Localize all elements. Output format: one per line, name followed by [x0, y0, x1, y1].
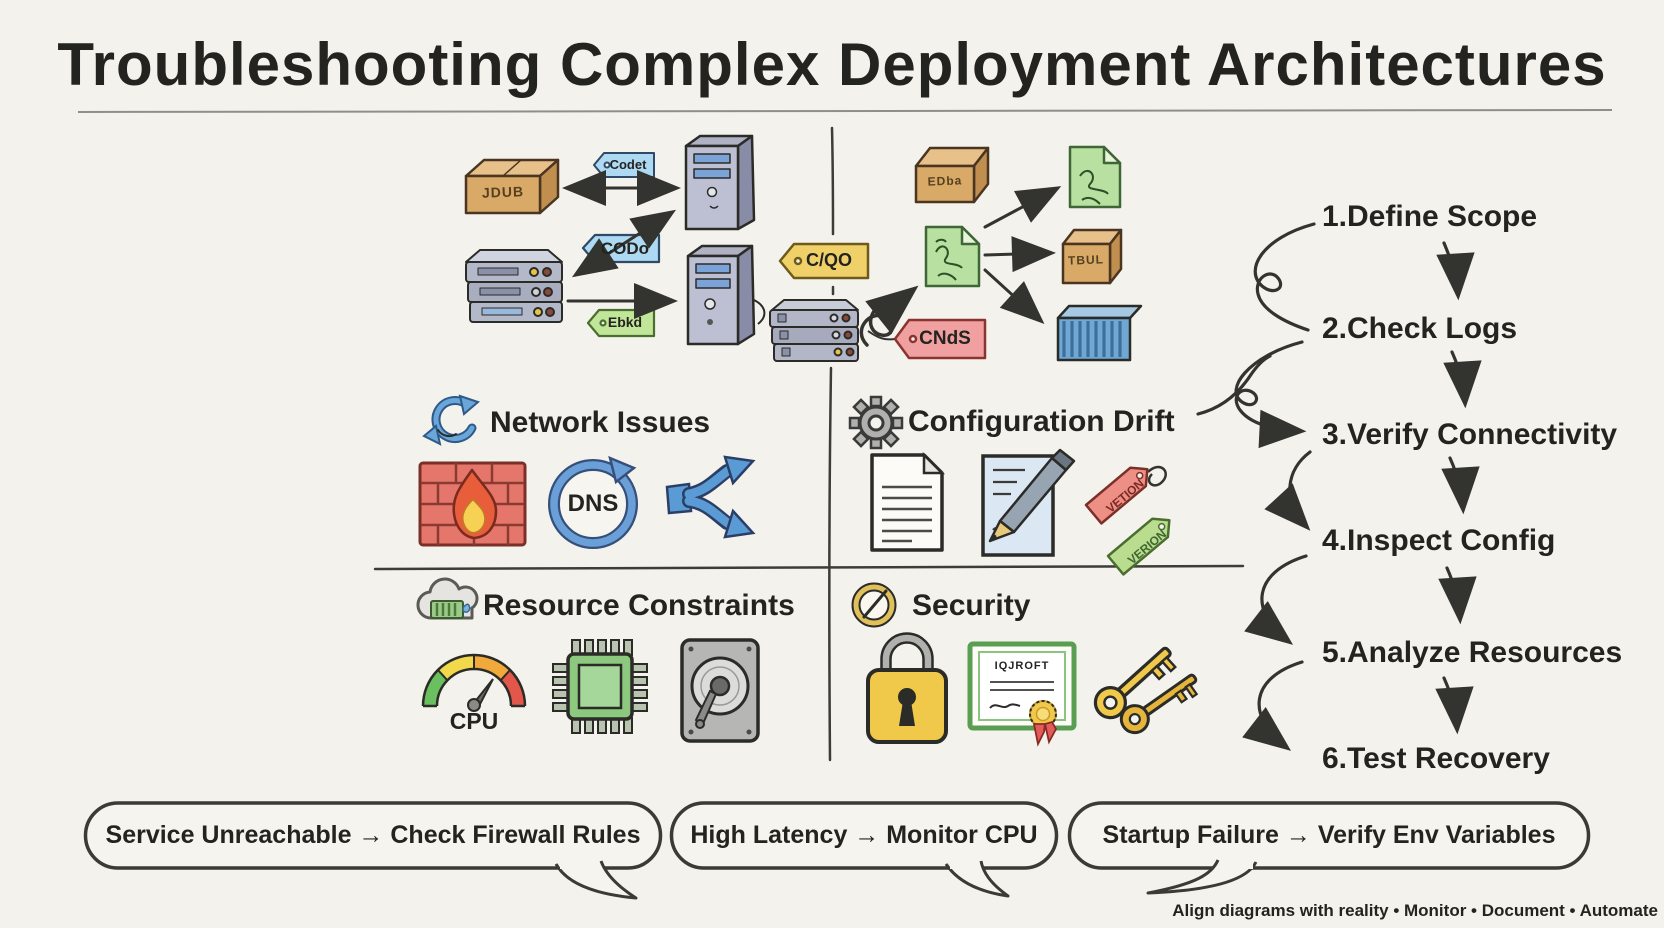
step-1-define-scope: 1.Define Scope: [1322, 200, 1538, 233]
configuration-drift-heading: Configuration Drift: [908, 405, 1175, 438]
tag-cnds-label: CNdS: [919, 328, 971, 349]
page-title: Troubleshooting Complex Deployment Archi…: [57, 31, 1607, 98]
left-architecture-sketch: [464, 134, 766, 346]
padlock-icon: [866, 632, 948, 744]
tag-cnds: [867, 318, 987, 360]
server-rack-icon: [465, 249, 563, 323]
gear-icon: [848, 395, 904, 450]
right-sketch-arrows: [983, 186, 1062, 325]
step-4-inspect-config: 4.Inspect Config: [1322, 524, 1556, 557]
certificate-title: IQJROFT: [994, 660, 1050, 672]
squiggle-arrow: [859, 285, 919, 347]
package-box-label: JDUB: [481, 183, 525, 201]
tower-pc-icon: [686, 244, 766, 346]
quadrant-dividers: [373, 126, 1245, 762]
configuration-quadrant-icons: [848, 395, 1171, 576]
edit-document-icon: [981, 448, 1076, 557]
security-quadrant-icons: [851, 582, 1199, 747]
sync-icon: [422, 394, 480, 446]
tag-cqo: [778, 242, 870, 280]
resource-quadrant-icons: [416, 577, 760, 743]
fork-arrow-icon: [665, 455, 756, 539]
bubble-high-latency: High Latency → Monitor CPU: [690, 820, 1038, 849]
left-sketch-arrows: [562, 170, 681, 319]
cpu-gauge-icon: [421, 653, 527, 712]
hard-drive-icon: [680, 638, 760, 743]
network-quadrant-icons: [418, 394, 756, 549]
footer-motto: Align diagrams with reality • Monitor • …: [1172, 901, 1658, 920]
document-icon: [870, 451, 946, 552]
step-flow-arrows: [1196, 222, 1482, 751]
package-box-label: TBUL: [1067, 252, 1105, 268]
tag-codo-label: CODo: [600, 239, 650, 258]
keys-icon: [1093, 646, 1199, 735]
cloud-server-icon: [416, 577, 479, 620]
tag-codet-label: Codet: [609, 157, 647, 172]
step-3-verify-connectivity: 3.Verify Connectivity: [1322, 418, 1618, 451]
title-rule: [77, 109, 1613, 113]
bubble-startup-failure: Startup Failure → Verify Env Variables: [1102, 820, 1556, 849]
network-issues-heading: Network Issues: [490, 406, 711, 439]
server-rack-icon: [769, 299, 859, 362]
package-box-icon: [1061, 228, 1123, 285]
cpu-gauge-label: CPU: [449, 708, 499, 734]
container-icon: [1056, 304, 1143, 362]
chip-icon: [552, 639, 648, 734]
tag-ebkd-label: Ebkd: [607, 314, 643, 330]
yaml-file-icon: [1068, 145, 1122, 209]
resource-constraints-heading: Resource Constraints: [483, 589, 795, 622]
firewall-icon: [418, 461, 527, 547]
package-box-icon: [464, 158, 560, 215]
package-box-label: EDba: [927, 173, 963, 189]
right-architecture-sketch: [769, 145, 1143, 362]
bubble-service-unreachable: Service Unreachable → Check Firewall Rul…: [105, 820, 641, 849]
clock-slash-icon: [851, 582, 897, 628]
step-5-analyze-resources: 5.Analyze Resources: [1322, 636, 1623, 669]
step-2-check-logs: 2.Check Logs: [1322, 312, 1518, 345]
version-tags-icon: [1084, 465, 1171, 576]
certificate-icon: [967, 641, 1077, 747]
step-6-test-recovery: 6.Test Recovery: [1322, 742, 1550, 775]
security-heading: Security: [912, 589, 1031, 622]
package-box-icon: [914, 146, 990, 204]
dns-icon: [548, 455, 638, 549]
tag-cqo-label: C/QO: [805, 250, 852, 270]
yaml-file-icon: [924, 225, 981, 288]
speech-bubbles: [83, 801, 1591, 900]
dns-label: DNS: [567, 490, 619, 517]
tower-pc-icon: [684, 134, 756, 231]
